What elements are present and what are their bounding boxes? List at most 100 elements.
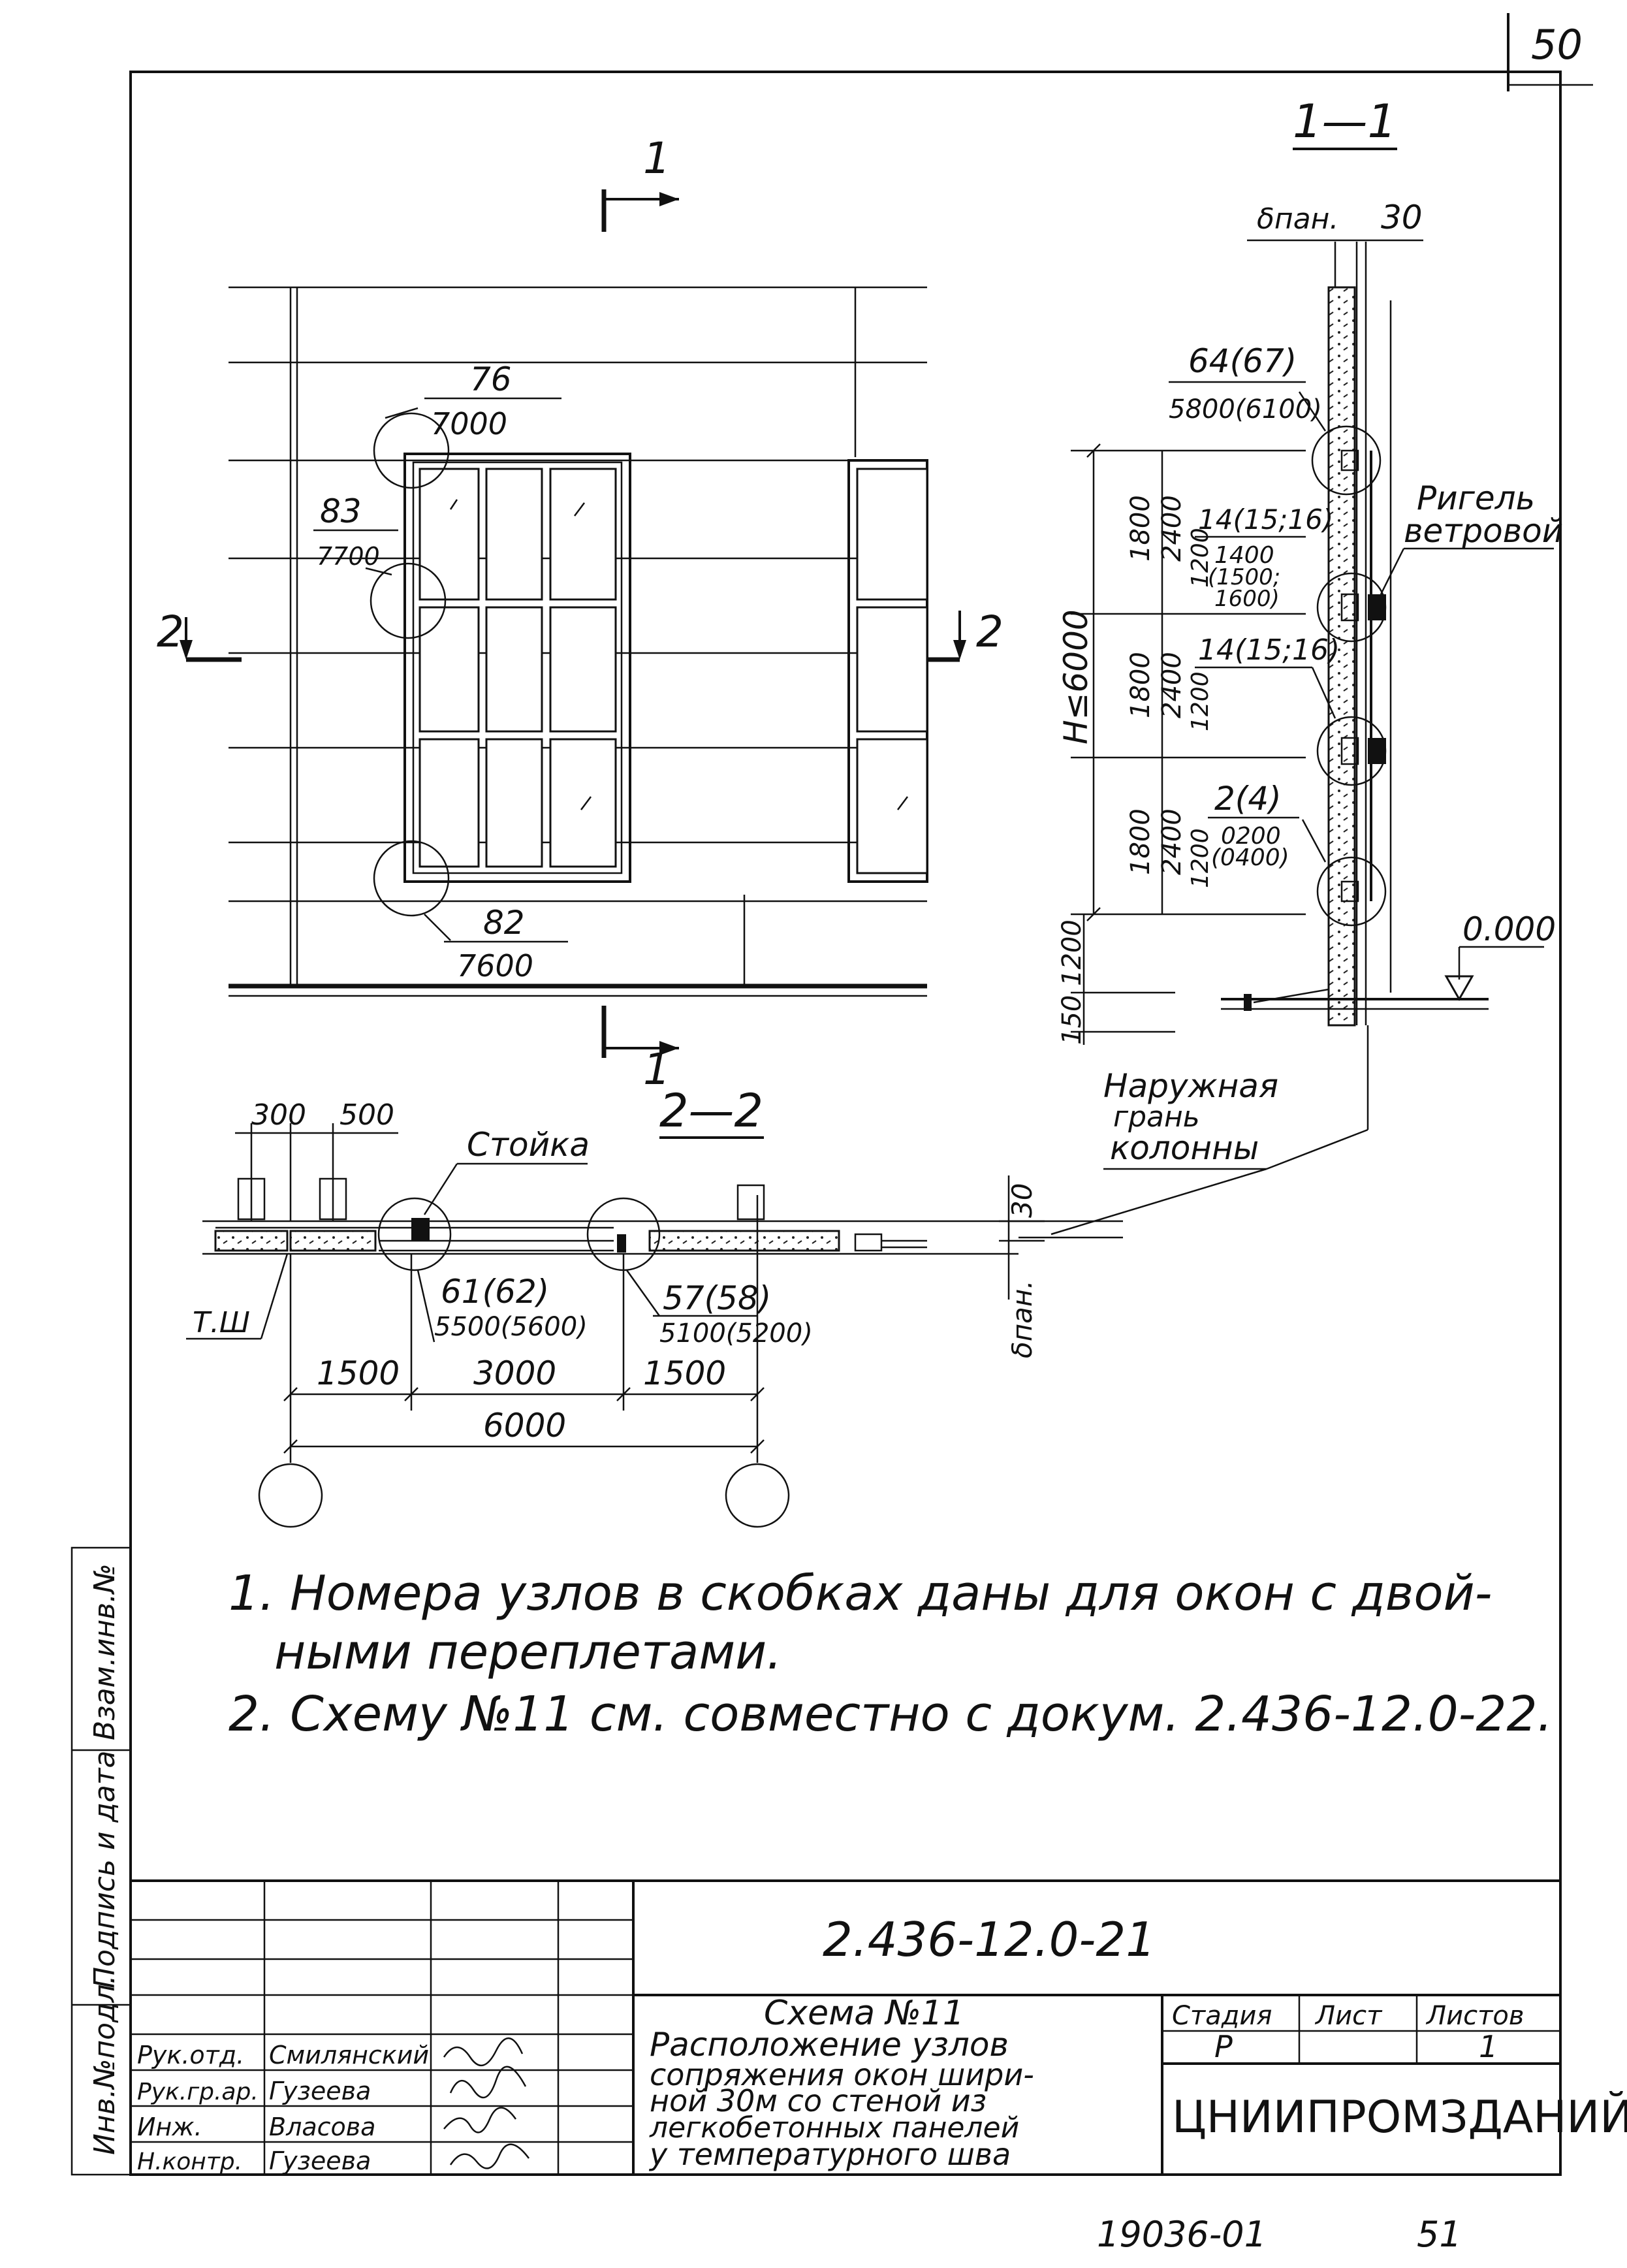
- level-mark: [1444, 946, 1544, 1002]
- d3000-label: 3000: [473, 1354, 556, 1392]
- section-mark-1-top: [601, 189, 679, 232]
- person-role-1: Рук.отд.: [137, 2041, 244, 2069]
- rigel-label-1: Ригель: [1417, 479, 1535, 517]
- d300-label: 300: [251, 1098, 306, 1132]
- node-14a-label: 14(15;16): [1198, 503, 1333, 535]
- dim-2400-c: 2400: [1157, 808, 1187, 875]
- d1500b-label: 1500: [643, 1354, 726, 1392]
- side-stamp-sign-date: Подпись и дата: [88, 1751, 121, 1988]
- node-2-sub1: 0200: [1221, 823, 1281, 850]
- delta-label-2-2: δпан.: [1006, 1280, 1038, 1358]
- person-name-3: Власова: [269, 2113, 375, 2141]
- axis-circle-left: [258, 1463, 323, 1528]
- node-82-label: 82: [483, 904, 525, 942]
- title-line-1: Схема №11: [764, 1994, 964, 2033]
- node-14a-sub3: 1600): [1214, 586, 1280, 612]
- section-mark-1-bottom: [601, 1006, 679, 1058]
- dim-1800-b: 1800: [1126, 652, 1156, 718]
- section-1-1-title: 1—1: [1293, 95, 1397, 148]
- sheet-frame: [129, 13, 1593, 2176]
- section-1-1-top-dim: 30: [1381, 199, 1423, 236]
- bottom-sheet: 51: [1417, 2214, 1462, 2255]
- title-block-grid: [131, 1879, 1560, 2175]
- d1500a-label: 1500: [317, 1354, 400, 1392]
- person-name-1: Смилянский: [269, 2041, 429, 2069]
- side-stamp: [71, 1546, 132, 2176]
- section-mark-1-top-label: 1: [643, 133, 671, 184]
- node-2-label: 2(4): [1214, 780, 1282, 818]
- person-role-3: Инж.: [137, 2113, 202, 2141]
- outer-face-label-1: Наружная: [1103, 1067, 1278, 1105]
- side-stamp-inv-repl: Взам.инв.№: [88, 1563, 121, 1740]
- d500-label: 500: [340, 1098, 394, 1132]
- node-circle-14b: [1316, 716, 1387, 786]
- node-circle-82: [373, 840, 450, 917]
- dim-1200-c: 1200: [1187, 828, 1214, 888]
- dim-1200-b: 1200: [1187, 671, 1214, 731]
- dim-1200-a: 1200: [1187, 528, 1214, 588]
- bottom-code: 19036-01: [1097, 2214, 1267, 2255]
- sheet-header: Лист: [1314, 2001, 1383, 2031]
- section-mark-2-left: [180, 617, 242, 662]
- title-line-6: у температурного шва: [648, 2137, 1011, 2172]
- note-2: 2. Схему №11 см. совместно с докум. 2.43…: [229, 1686, 1553, 1742]
- node-circle-2: [1316, 856, 1387, 927]
- node-76-label: 76: [470, 360, 512, 398]
- node-76-sub: 7000: [431, 406, 507, 441]
- dim-2400-b: 2400: [1157, 652, 1187, 718]
- sheets-header: Листов: [1425, 2001, 1524, 2031]
- note-1-line-1: 1. Номера узлов в скобках даны для окон …: [229, 1565, 1492, 1621]
- node-14a-sub1: 1400: [1214, 542, 1274, 569]
- node-57-label: 57(58): [663, 1279, 771, 1317]
- tsh-label: Т.Ш: [193, 1306, 250, 1339]
- node-82-sub: 7600: [457, 948, 533, 983]
- dim-1800-a: 1800: [1126, 495, 1156, 562]
- section-mark-2-left-label: 2: [157, 607, 184, 657]
- node-64-label: 64(67): [1188, 342, 1297, 380]
- node-14b-label: 14(15;16): [1198, 633, 1340, 667]
- node-circle-64: [1311, 425, 1382, 496]
- outer-face-label-3: колонны: [1110, 1129, 1259, 1167]
- node-circle-61: [377, 1197, 452, 1271]
- section-mark-2-right-label: 2: [976, 607, 1003, 657]
- sheet-number: 50: [1531, 21, 1583, 69]
- node-circle-14a: [1316, 572, 1387, 643]
- title-line-2: Расположение узлов: [650, 2026, 1009, 2064]
- person-name-4: Гузеева: [269, 2147, 371, 2175]
- level-label: 0.000: [1462, 910, 1556, 948]
- title-line-4: ной 30м со стеной из: [650, 2083, 987, 2118]
- d6000-label: 6000: [483, 1407, 566, 1445]
- title-line-5: легкобетонных панелей: [649, 2111, 1019, 2145]
- node-57-sub: 5100(5200): [659, 1318, 813, 1349]
- node-14a-sub2: (1500;: [1208, 564, 1280, 590]
- height-label: H≤6000: [1057, 609, 1095, 744]
- dimension-chain-2-2: [283, 1175, 1045, 1463]
- section-1-1-delta: δпан.: [1257, 202, 1338, 236]
- d30-label: 30: [1006, 1183, 1038, 1218]
- sheets-value: 1: [1479, 2029, 1498, 2064]
- note-1-line-2: ными переплетами.: [274, 1624, 782, 1680]
- dim-1800-c: 1800: [1126, 808, 1156, 875]
- title-line-3: сопряжения окон шири-: [650, 2057, 1034, 2092]
- stoika-label: Стойка: [467, 1126, 590, 1164]
- node-2-sub2: (0400): [1211, 844, 1289, 871]
- node-83-sub: 7700: [317, 542, 380, 571]
- section-2-2-title: 2—2: [659, 1084, 763, 1138]
- window-right: [847, 459, 928, 883]
- axis-circle-right: [725, 1463, 790, 1528]
- person-role-2: Рук.гр.ар.: [137, 2079, 259, 2105]
- doc-code: 2.436-12.0-21: [823, 1912, 1156, 1967]
- rigel-label-2: ветровой: [1404, 512, 1563, 550]
- dim-150: 150: [1057, 995, 1087, 1045]
- stage-value: Р: [1214, 2029, 1233, 2064]
- node-circle-76: [373, 412, 450, 489]
- stage-header: Стадия: [1172, 2001, 1272, 2031]
- node-circle-83: [370, 562, 447, 639]
- dim-1200-d: 1200: [1057, 919, 1087, 986]
- node-61-label: 61(62): [441, 1273, 549, 1311]
- dim-2400-a: 2400: [1157, 495, 1187, 562]
- node-64-sub: 5800(6100): [1169, 394, 1322, 424]
- outer-face-label-2: грань: [1113, 1100, 1200, 1134]
- organization: ЦНИИПРОМЗДАНИЙ: [1172, 2091, 1627, 2143]
